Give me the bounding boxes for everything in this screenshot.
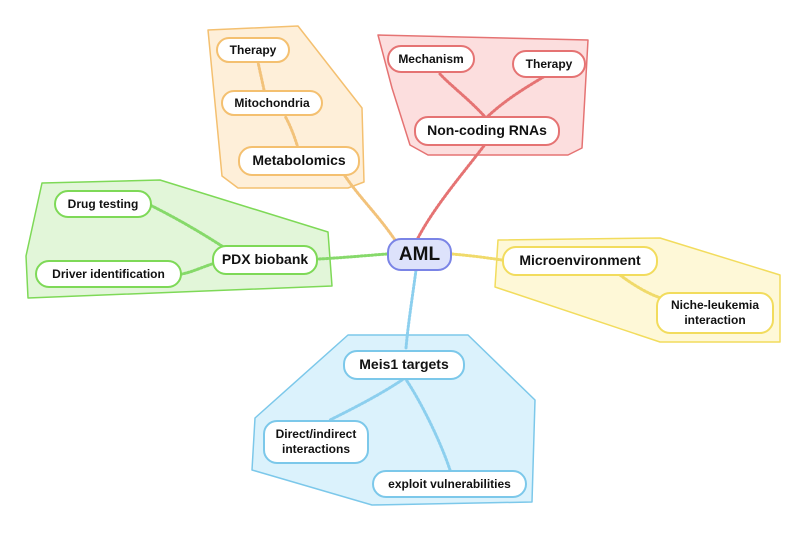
subnode-niche-leukemia-interaction[interactable]: Niche-leukemia interaction bbox=[656, 292, 774, 334]
subnode-exploit-vulnerabilities[interactable]: exploit vulnerabilities bbox=[372, 470, 527, 498]
center-node-aml[interactable]: AML bbox=[387, 238, 452, 271]
branch-node-meis1-targets[interactable]: Meis1 targets bbox=[343, 350, 465, 380]
connector-center-pdx bbox=[316, 252, 389, 261]
subnode-direct-indirect-interactions[interactable]: Direct/indirect interactions bbox=[263, 420, 369, 464]
subnode-metabolomics-therapy[interactable]: Therapy bbox=[216, 37, 290, 63]
connector-center-microenv bbox=[450, 252, 504, 262]
connector-meis1-exploit bbox=[403, 376, 452, 472]
subnode-mechanism[interactable]: Mechanism bbox=[387, 45, 475, 73]
connector-pdx-driver bbox=[180, 262, 214, 276]
branch-node-metabolomics[interactable]: Metabolomics bbox=[238, 146, 360, 176]
subnode-drug-testing[interactable]: Drug testing bbox=[54, 190, 152, 218]
branch-node-pdx-biobank[interactable]: PDX biobank bbox=[212, 245, 318, 275]
connector-metabolomics-mitochondria bbox=[283, 114, 300, 150]
branch-node-noncoding-rnas[interactable]: Non-coding RNAs bbox=[414, 116, 560, 146]
subnode-mitochondria[interactable]: Mitochondria bbox=[221, 90, 323, 116]
branch-node-microenvironment[interactable]: Microenvironment bbox=[502, 246, 658, 276]
connector-noncoding-mechanism bbox=[438, 72, 488, 120]
connector-mitochondria-therapy bbox=[256, 60, 266, 92]
connector-noncoding-therapy bbox=[484, 74, 547, 120]
subnode-noncoding-therapy[interactable]: Therapy bbox=[512, 50, 586, 78]
subnode-driver-identification[interactable]: Driver identification bbox=[35, 260, 182, 288]
connector-meis1-direct bbox=[328, 376, 407, 422]
connector-center-meis1 bbox=[404, 268, 418, 350]
connector-center-metabolomics bbox=[343, 174, 397, 242]
connector-center-noncoding bbox=[416, 141, 488, 240]
